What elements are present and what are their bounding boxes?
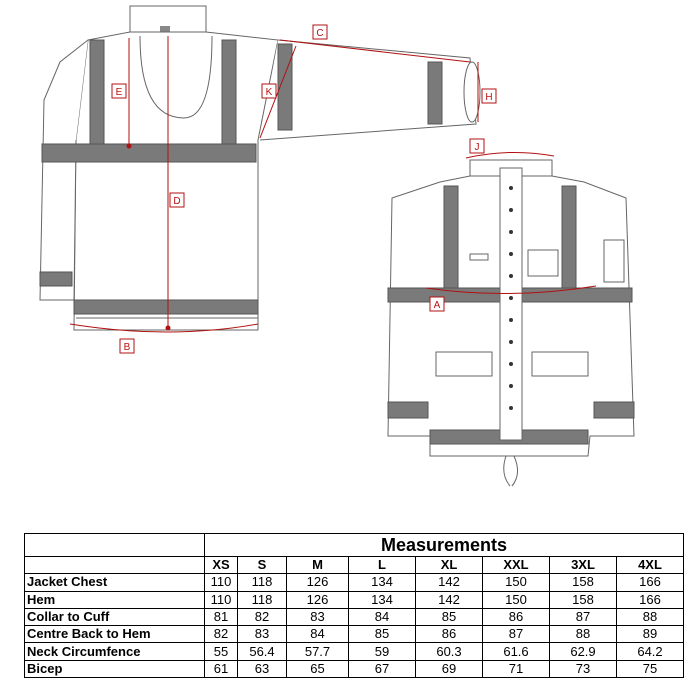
table-cell: 84: [286, 625, 349, 644]
table-cell: 126: [286, 573, 349, 592]
table-cell: 118: [237, 590, 287, 609]
callout-j: J: [469, 138, 485, 154]
table-row: Hem 110 118 126 134 142 150 158 166: [24, 590, 684, 609]
table-row: Bicep 61 63 65 67 69 71 73 75: [24, 659, 684, 679]
jacket-back-view: [39, 5, 481, 331]
table-cell: 83: [237, 625, 287, 644]
callout-labels: C E K H D B J A: [111, 24, 497, 354]
table-cell: 81: [204, 607, 238, 627]
table-cell: 134: [348, 573, 416, 592]
table-cell: 89: [616, 625, 684, 644]
table-cell: 166: [616, 573, 684, 592]
placket-snaps: [509, 186, 513, 410]
table-cell: 88: [616, 607, 684, 627]
table-title: Measurements: [204, 533, 684, 557]
svg-text:C: C: [316, 28, 323, 39]
svg-text:H: H: [485, 92, 492, 103]
callout-b: B: [119, 338, 135, 354]
table-cell: 59: [348, 642, 416, 661]
row-label: Jacket Chest: [24, 573, 205, 592]
table-cell: 63: [237, 659, 287, 679]
table-row: Jacket Chest 110 118 126 134 142 150 158…: [24, 573, 684, 592]
empty-size-label-cell: [24, 555, 205, 575]
table-cell: 142: [415, 590, 483, 609]
size-header: XXL: [482, 555, 550, 575]
size-header: XS: [204, 555, 238, 575]
callout-a: A: [429, 296, 445, 312]
empty-header-cell: [24, 533, 205, 557]
table-cell: 64.2: [616, 642, 684, 661]
table-cell: 84: [348, 607, 416, 627]
jacket-measurement-diagram: C E K H D B J A: [39, 5, 635, 487]
jacket-front-view: [387, 159, 635, 487]
table-cell: 82: [237, 607, 287, 627]
table-cell: 150: [482, 590, 550, 609]
svg-text:J: J: [475, 142, 480, 153]
table-cell: 65: [286, 659, 349, 679]
table-cell: 110: [204, 590, 238, 609]
table-cell: 166: [616, 590, 684, 609]
table-cell: 67: [348, 659, 416, 679]
size-header: M: [286, 555, 349, 575]
table-cell: 126: [286, 590, 349, 609]
callout-k: K: [261, 83, 277, 99]
size-header: XL: [415, 555, 483, 575]
callout-h: H: [481, 88, 497, 104]
table-cell: 71: [482, 659, 550, 679]
size-header: 3XL: [549, 555, 617, 575]
table-cell: 62.9: [549, 642, 617, 661]
callout-d: D: [169, 192, 185, 208]
table-cell: 87: [482, 625, 550, 644]
size-header: S: [237, 555, 287, 575]
svg-text:D: D: [173, 196, 180, 207]
table-cell: 118: [237, 573, 287, 592]
table-row: Neck Circumfence 55 56.4 57.7 59 60.3 61…: [24, 642, 684, 661]
table-title-row: Measurements: [24, 533, 684, 557]
row-label: Collar to Cuff: [24, 607, 205, 627]
table-cell: 61.6: [482, 642, 550, 661]
table-cell: 85: [415, 607, 483, 627]
row-label: Neck Circumfence: [24, 642, 205, 661]
table-cell: 83: [286, 607, 349, 627]
size-header-row: XS S M L XL XXL 3XL 4XL: [24, 555, 684, 575]
table-cell: 150: [482, 573, 550, 592]
table-cell: 142: [415, 573, 483, 592]
table-cell: 158: [549, 590, 617, 609]
row-label: Centre Back to Hem: [24, 625, 205, 644]
svg-text:K: K: [266, 87, 273, 98]
table-cell: 56.4: [237, 642, 287, 661]
table-cell: 75: [616, 659, 684, 679]
table-cell: 57.7: [286, 642, 349, 661]
row-label: Bicep: [24, 659, 205, 679]
front-measurement-lines: [425, 151, 597, 295]
table-cell: 134: [348, 590, 416, 609]
table-cell: 60.3: [415, 642, 483, 661]
size-header: L: [348, 555, 416, 575]
table-row: Centre Back to Hem 82 83 84 85 86 87 88 …: [24, 625, 684, 644]
measurements-table: Measurements XS S M L XL XXL 3XL 4XL Jac…: [24, 533, 684, 679]
table-cell: 87: [549, 607, 617, 627]
callout-c: C: [312, 24, 328, 40]
table-cell: 86: [415, 625, 483, 644]
table-cell: 69: [415, 659, 483, 679]
table-cell: 86: [482, 607, 550, 627]
table-cell: 158: [549, 573, 617, 592]
table-cell: 61: [204, 659, 238, 679]
table-cell: 88: [549, 625, 617, 644]
size-header: 4XL: [616, 555, 684, 575]
table-cell: 82: [204, 625, 238, 644]
svg-text:E: E: [116, 87, 123, 98]
row-label: Hem: [24, 590, 205, 609]
callout-e: E: [111, 83, 127, 99]
table-row: Collar to Cuff 81 82 83 84 85 86 87 88: [24, 607, 684, 627]
back-measurement-lines: [69, 36, 479, 333]
table-cell: 73: [549, 659, 617, 679]
table-cell: 85: [348, 625, 416, 644]
table-cell: 110: [204, 573, 238, 592]
table-cell: 55: [204, 642, 238, 661]
svg-text:B: B: [124, 342, 131, 353]
svg-text:A: A: [434, 300, 441, 311]
